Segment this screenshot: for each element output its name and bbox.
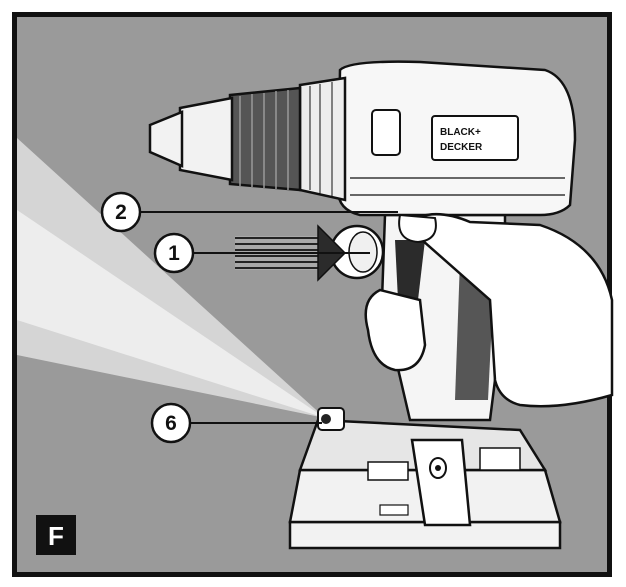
drill-gearbox [298, 76, 347, 202]
callout-1-label: 1 [168, 242, 180, 265]
drill-body: BLACK+ DECKER [336, 60, 577, 217]
hand [364, 212, 614, 408]
belt-clip [410, 438, 472, 527]
light-beam-core [17, 210, 325, 418]
light-beam [17, 138, 325, 418]
brand-logo-line2: DECKER [440, 142, 483, 153]
drill-chuck [148, 86, 302, 192]
work-light [317, 407, 345, 431]
callout-2: 2 [100, 191, 398, 233]
figure-label: F [48, 521, 64, 551]
callout-2-label: 2 [115, 201, 127, 224]
callout-6: 6 [150, 402, 322, 444]
callout-6-label: 6 [165, 412, 177, 435]
figure-label-badge: F [36, 515, 76, 555]
brand-logo-line1: BLACK+ [440, 127, 481, 138]
callout-1: 1 [153, 232, 370, 274]
